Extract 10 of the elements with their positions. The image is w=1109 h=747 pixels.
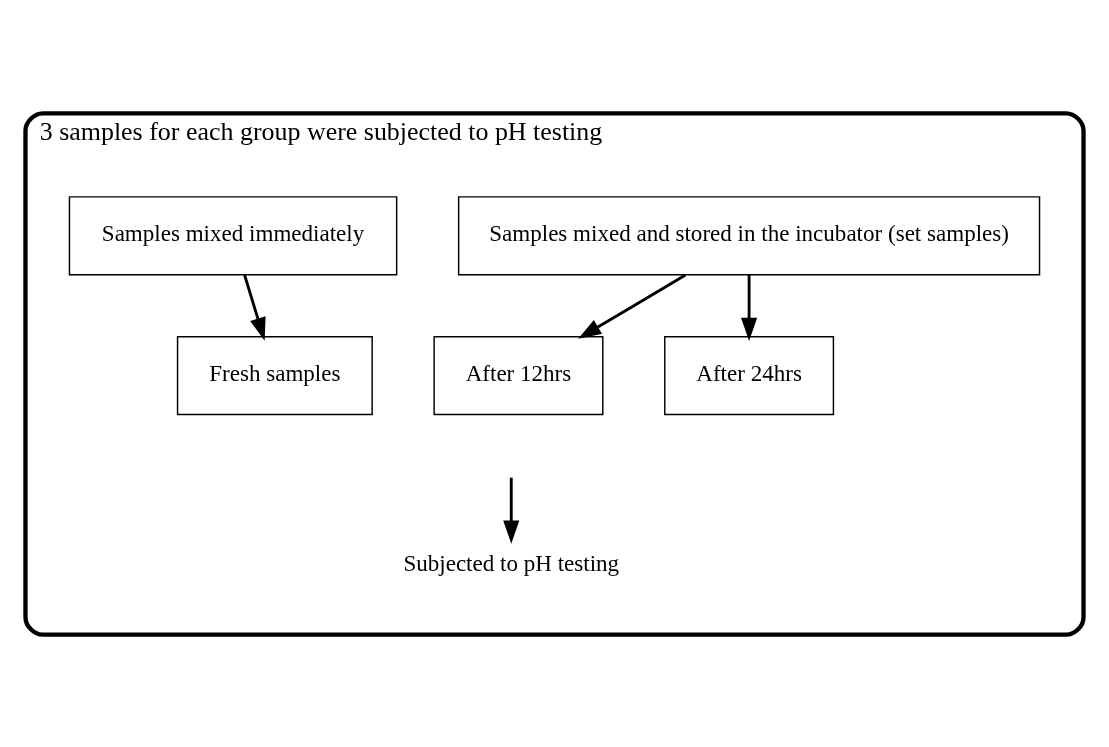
arrow xyxy=(741,274,758,341)
node-box: After 12hrs xyxy=(433,335,604,415)
node-box: Samples mixed immediately xyxy=(68,195,398,275)
node-box: After 24hrs xyxy=(664,335,835,415)
node-box: Fresh samples xyxy=(176,335,373,415)
arrow xyxy=(503,477,520,544)
arrow xyxy=(578,273,687,339)
node-text: Subjected to pH testing xyxy=(403,549,620,576)
arrow xyxy=(243,274,266,341)
node-box: Samples mixed and stored in the incubator (set samples) xyxy=(457,195,1041,275)
